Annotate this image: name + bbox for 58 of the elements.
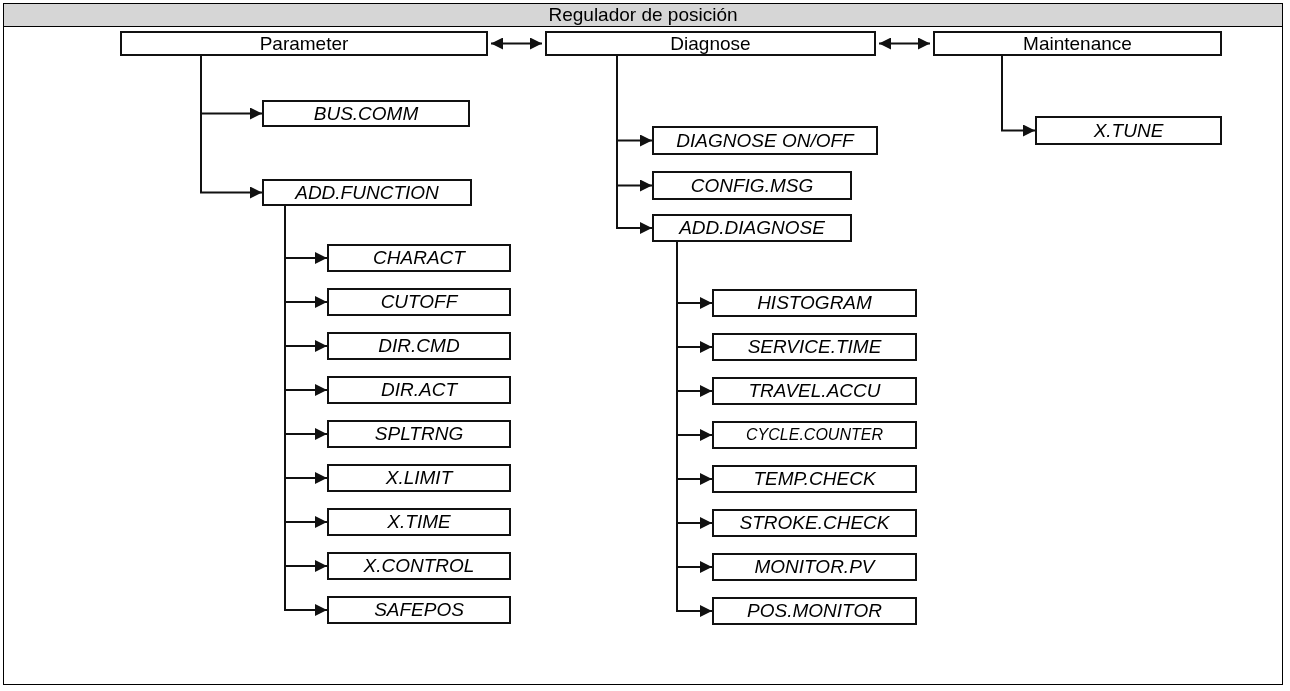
menu-label: SERVICE.TIME: [747, 336, 882, 358]
arrow: [616, 55, 653, 234]
submenu-box: [712, 597, 917, 625]
menu-box: [545, 31, 876, 56]
menu-label: CUTOFF: [380, 291, 458, 313]
arrow: [200, 55, 263, 199]
menu-label: SAFEPOS: [374, 599, 464, 621]
menu-label: Maintenance: [1023, 32, 1132, 55]
menu-label: ADD.FUNCTION: [295, 181, 439, 204]
menu-label: X.TUNE: [1093, 119, 1164, 142]
submenu-box: [327, 420, 511, 448]
submenu-box: [327, 552, 511, 580]
submenu-box: [327, 332, 511, 360]
submenu-box: [712, 509, 917, 537]
submenu-box: [1035, 116, 1222, 145]
arrow: [490, 37, 543, 50]
menu-label: Diagnose: [670, 32, 751, 55]
menu-label: CYCLE.COUNTER: [746, 426, 883, 444]
submenu-box: [327, 288, 511, 316]
submenu-box: [327, 244, 511, 272]
submenu-box: [327, 508, 511, 536]
menu-label: STROKE.CHECK: [739, 512, 890, 534]
menu-box: [933, 31, 1222, 56]
submenu-box: [712, 377, 917, 405]
menu-label: DIAGNOSE ON/OFF: [676, 129, 854, 152]
title-bar: Regulador de posición: [4, 4, 1282, 27]
menu-box: [120, 31, 488, 56]
menu-label: X.CONTROL: [363, 555, 475, 577]
submenu-box: [327, 464, 511, 492]
arrow: [1001, 55, 1036, 137]
menu-label: DIR.ACT: [381, 379, 457, 401]
submenu-box: [712, 465, 917, 493]
submenu-box: [262, 179, 472, 206]
submenu-box: [652, 126, 878, 155]
menu-label: CHARACT: [373, 247, 465, 269]
menu-label: CONFIG.MSG: [690, 174, 814, 197]
submenu-box: [327, 596, 511, 624]
menu-label: BUS.COMM: [313, 102, 419, 125]
submenu-box: [262, 100, 470, 127]
menu-label: TEMP.CHECK: [753, 468, 876, 490]
submenu-box: [327, 376, 511, 404]
menu-label: X.LIMIT: [385, 467, 453, 489]
submenu-box: [652, 171, 852, 200]
submenu-box: [712, 421, 917, 449]
menu-label: SPLTRNG: [374, 423, 464, 445]
menu-label: POS.MONITOR: [747, 600, 882, 622]
menu-label: Parameter: [259, 32, 349, 55]
submenu-box: [712, 333, 917, 361]
submenu-box: [652, 214, 852, 242]
submenu-box: [712, 553, 917, 581]
menu-label: X.TIME: [387, 511, 451, 533]
menu-label: MONITOR.PV: [754, 556, 875, 578]
menu-label: ADD.DIAGNOSE: [679, 217, 825, 239]
menu-label: DIR.CMD: [378, 335, 460, 357]
menu-label: HISTOGRAM: [757, 292, 872, 314]
submenu-box: [712, 289, 917, 317]
arrow: [878, 37, 931, 50]
menu-label: TRAVEL.ACCU: [748, 380, 881, 402]
